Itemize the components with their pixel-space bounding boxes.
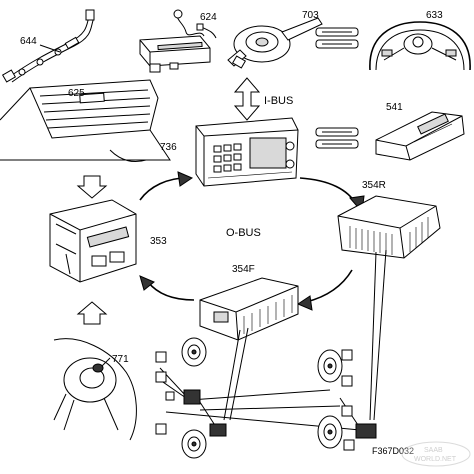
main-unit-736 <box>195 117 299 187</box>
speaker-front-left-lower <box>181 429 207 459</box>
label-644: 644 <box>20 36 37 47</box>
label-633: 633 <box>426 10 443 21</box>
leader-771 <box>101 357 111 367</box>
steering-wheel-633 <box>369 21 471 71</box>
junction-block-right <box>355 423 377 439</box>
label-771: 771 <box>112 354 129 365</box>
tweeter-right <box>341 349 355 451</box>
amplifier-354r <box>337 195 441 259</box>
connector-pair-top <box>315 27 359 49</box>
switch-unit-624 <box>139 9 217 73</box>
label-624: 624 <box>200 12 217 23</box>
arrow-up-to-353 <box>76 301 108 325</box>
speaker-rear-right-lower <box>317 415 343 449</box>
junction-blocks-left <box>183 389 227 437</box>
ibus-arrow <box>233 77 261 121</box>
label-353: 353 <box>150 236 167 247</box>
connector-pair-mid <box>315 127 359 149</box>
label-703: 703 <box>302 10 319 21</box>
amplifier-354f <box>199 277 299 341</box>
label-736: 736 <box>160 142 177 153</box>
rear-window-625 <box>0 79 171 163</box>
label-625: 625 <box>68 88 85 99</box>
cd-changer-353 <box>49 199 137 283</box>
label-541: 541 <box>386 102 403 113</box>
ignition-771 <box>53 338 137 441</box>
arrow-down-to-353 <box>76 175 108 199</box>
ibus-label: I-BUS <box>264 95 293 107</box>
label-354r: 354R <box>362 180 386 191</box>
tweeter-left <box>155 351 175 435</box>
figure-code: F367D032 <box>372 446 414 456</box>
watermark-line1: SAAB <box>424 447 443 454</box>
antenna-harness-644 <box>1 9 95 83</box>
steering-stalk-703 <box>227 17 323 69</box>
label-354f: 354F <box>232 264 255 275</box>
speaker-rear-right-upper <box>317 349 343 383</box>
leader-644 <box>39 44 61 53</box>
speaker-front-left-upper <box>181 337 207 367</box>
watermark-logo: SAAB WORLD.NET <box>401 441 471 467</box>
obus-label: O-BUS <box>226 227 261 239</box>
control-panel-541 <box>375 111 465 161</box>
watermark-line2: WORLD.NET <box>414 456 457 463</box>
